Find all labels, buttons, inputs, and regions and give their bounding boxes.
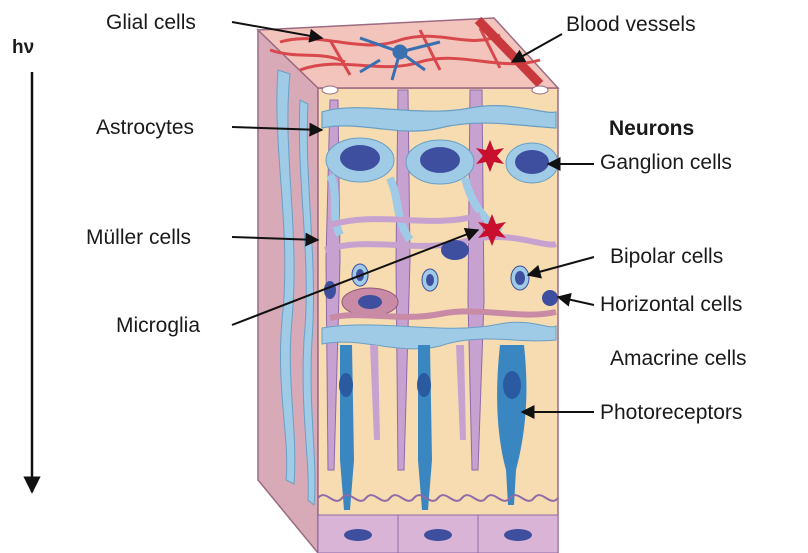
label-microglia: Microglia: [116, 315, 200, 336]
label-glial-cells: Glial cells: [106, 12, 196, 33]
label-neurons-heading: Neurons: [609, 118, 694, 139]
label-horizontal-cells: Horizontal cells: [600, 294, 742, 315]
photon-label: hν: [12, 38, 34, 57]
label-photoreceptors: Photoreceptors: [600, 402, 742, 423]
label-bipolar-cells: Bipolar cells: [610, 246, 723, 267]
label-blood-vessels: Blood vessels: [566, 14, 696, 35]
label-ganglion-cells: Ganglion cells: [600, 152, 732, 173]
label-muller-cells: Müller cells: [86, 227, 191, 248]
label-astrocytes: Astrocytes: [96, 117, 194, 138]
label-amacrine-cells: Amacrine cells: [610, 348, 747, 369]
